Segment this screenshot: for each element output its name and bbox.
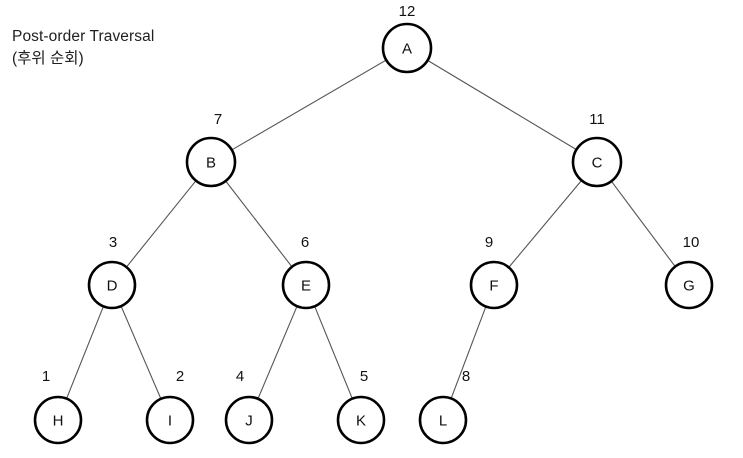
node-circle-e[interactable] bbox=[281, 260, 331, 310]
tree-edge-c-f bbox=[508, 180, 583, 268]
node-order-h: 1 bbox=[42, 368, 50, 385]
node-circle-h[interactable] bbox=[33, 395, 83, 445]
tree-edge-e-k bbox=[314, 306, 353, 399]
tree-node-i[interactable]: I2 bbox=[145, 368, 195, 445]
node-label-f: F bbox=[489, 278, 498, 295]
node-circle-d[interactable] bbox=[87, 260, 137, 310]
node-circle-k[interactable] bbox=[336, 395, 386, 445]
node-label-b: B bbox=[206, 155, 216, 172]
node-order-e: 6 bbox=[301, 234, 309, 251]
node-label-i: I bbox=[168, 413, 172, 430]
node-label-g: G bbox=[683, 278, 695, 295]
node-order-i: 2 bbox=[176, 368, 184, 385]
node-order-l: 8 bbox=[462, 368, 470, 385]
node-order-b: 7 bbox=[214, 111, 222, 128]
tree-node-a[interactable]: A 12 bbox=[381, 3, 433, 74]
tree-node-b[interactable]: B7 bbox=[185, 111, 237, 188]
tree-node-h[interactable]: H1 bbox=[33, 368, 83, 445]
node-circle-a[interactable] bbox=[381, 22, 433, 74]
node-label-k: K bbox=[356, 413, 366, 430]
node-order-k: 5 bbox=[360, 368, 368, 385]
node-circle-f[interactable] bbox=[469, 260, 519, 310]
tree-node-k[interactable]: K5 bbox=[336, 368, 386, 445]
node-circle-g[interactable] bbox=[664, 260, 714, 310]
tree-node-f[interactable]: F9 bbox=[469, 234, 519, 310]
tree-node-g[interactable]: G 10 bbox=[664, 234, 714, 310]
tree-edge-a-b bbox=[231, 59, 387, 151]
node-label-d: D bbox=[107, 278, 118, 295]
node-label-a: A bbox=[402, 41, 412, 58]
tree-edge-d-h bbox=[66, 306, 104, 399]
node-order-f: 9 bbox=[485, 234, 493, 251]
node-order-c: 11 bbox=[589, 111, 605, 128]
node-label-e: E bbox=[301, 278, 311, 295]
tree-edge-d-i bbox=[120, 305, 162, 400]
node-circle-b[interactable] bbox=[185, 136, 237, 188]
tree-node-j[interactable]: J4 bbox=[224, 368, 274, 445]
node-order-j: 4 bbox=[236, 368, 244, 385]
node-order-d: 3 bbox=[109, 234, 117, 251]
node-circle-i[interactable] bbox=[145, 395, 195, 445]
node-label-j: J bbox=[245, 413, 253, 430]
node-label-l: L bbox=[439, 413, 447, 430]
page-subtitle: (후위 순회) bbox=[12, 50, 84, 68]
node-circle-l[interactable] bbox=[418, 395, 468, 445]
tree-node-c[interactable]: C 11 bbox=[571, 111, 623, 188]
tree-edges bbox=[66, 59, 676, 400]
tree-edge-b-e bbox=[225, 180, 293, 268]
node-label-c: C bbox=[592, 155, 603, 172]
tree-edge-f-l bbox=[450, 306, 487, 399]
page-title: Post-order Traversal bbox=[12, 28, 155, 45]
node-label-h: H bbox=[53, 413, 64, 430]
tree-node-l[interactable]: L8 bbox=[418, 368, 470, 445]
tree-edge-c-g bbox=[610, 180, 676, 267]
tree-edge-e-j bbox=[257, 305, 298, 400]
node-circle-c[interactable] bbox=[571, 136, 623, 188]
tree-node-d[interactable]: D3 bbox=[87, 234, 137, 310]
node-order-a: 12 bbox=[399, 3, 416, 20]
title-block: Post-order Traversal (후위 순회) bbox=[12, 26, 154, 71]
node-order-g: 10 bbox=[683, 234, 700, 251]
tree-node-e[interactable]: E6 bbox=[281, 234, 331, 310]
tree-edge-b-d bbox=[125, 180, 197, 268]
tree-edge-a-c bbox=[427, 59, 577, 151]
node-circle-j[interactable] bbox=[224, 395, 274, 445]
